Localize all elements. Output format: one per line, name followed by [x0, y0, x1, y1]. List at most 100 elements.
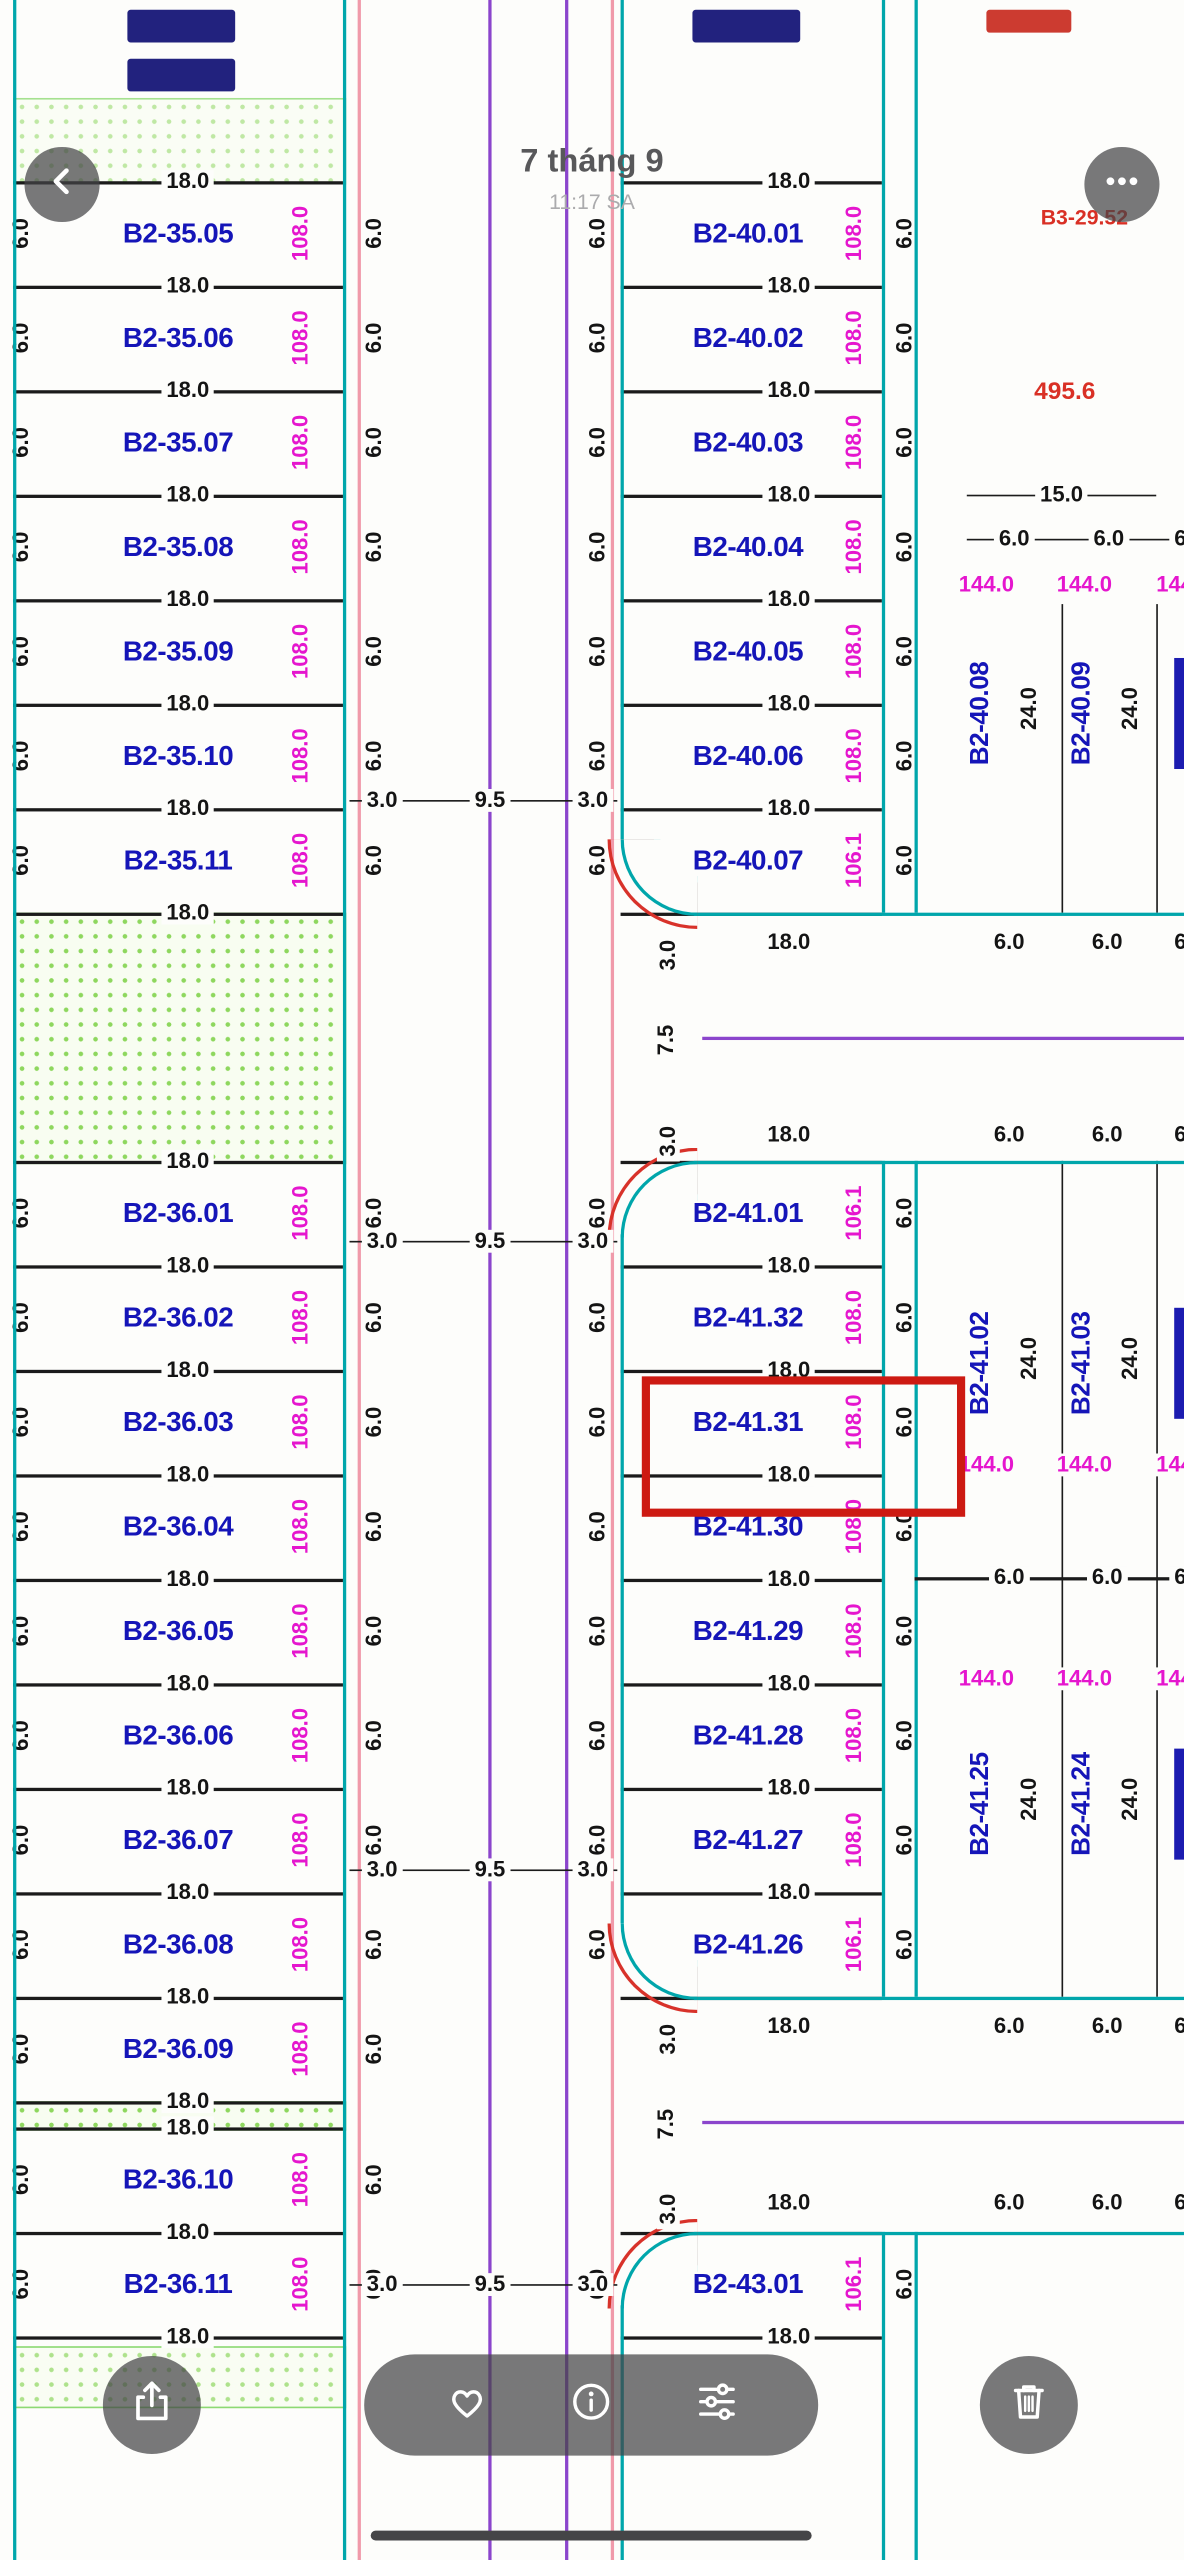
- depth-dim: 6.0: [361, 427, 386, 458]
- highlight-box: [641, 1376, 966, 1517]
- plot-id: B2-36.07: [122, 1824, 234, 1856]
- lot-divider: [620, 1787, 882, 1792]
- more-button[interactable]: [1084, 146, 1160, 223]
- plot-id: B2-40.07: [692, 844, 804, 876]
- delete-button[interactable]: [979, 2355, 1078, 2454]
- boundary-line: [881, 2231, 886, 2560]
- area-label: 108.0: [841, 1601, 866, 1661]
- block-area: 144.0: [1055, 1665, 1114, 1691]
- area-label: 108.0: [287, 2150, 313, 2209]
- block-sub-dim: 6.0: [1169, 528, 1184, 550]
- boundary-line: [881, 0, 886, 913]
- road-dim: 3.0: [361, 2273, 403, 2296]
- width-dim: 18.0: [762, 1254, 816, 1277]
- edge-dim: 18.0: [762, 1124, 816, 1146]
- plot-id: B2-35.08: [122, 531, 234, 563]
- lot-divider: [620, 1369, 882, 1374]
- width-dim: 18.0: [762, 379, 816, 402]
- depth-dim: 6.0: [892, 1302, 917, 1333]
- block-sub-dim: 6.0: [1088, 528, 1130, 550]
- road-edge: [694, 1996, 1184, 2001]
- block-area: 144.0: [957, 1665, 1016, 1691]
- width-dim: 18.0: [762, 1568, 816, 1590]
- width-dim: 18.0: [161, 379, 215, 402]
- area-label: 108.0: [287, 622, 313, 681]
- road-dim: 3.0: [361, 1230, 403, 1252]
- area-label: 106.1: [841, 2254, 866, 2314]
- depth-dim: 6.0: [361, 1511, 386, 1542]
- width-dim: 18.0: [161, 2090, 215, 2113]
- plot-id: B2-40.02: [692, 322, 804, 354]
- width-dim: 18.0: [762, 1881, 816, 1904]
- area-label: 108.0: [841, 622, 866, 681]
- road-edge: [694, 1160, 1184, 1165]
- width-dim: 18.0: [762, 797, 816, 820]
- area-label: 108.0: [841, 726, 866, 786]
- plot-id: B2-41.24: [1068, 1752, 1096, 1856]
- share-button[interactable]: [102, 2355, 201, 2454]
- road-dim: 9.5: [469, 2273, 511, 2296]
- depth-dim: 6.0: [361, 1929, 386, 1960]
- area-label: 108.0: [841, 204, 866, 263]
- depth-dim: 6.0: [585, 636, 610, 667]
- favorite-button[interactable]: [443, 2378, 489, 2432]
- width-dim: 18.0: [161, 588, 215, 611]
- depth-dim: 6.0: [892, 1197, 917, 1229]
- plot-id: B2-41.30: [692, 1511, 804, 1543]
- area-label: 108.0: [287, 517, 313, 577]
- depth-dim: 6.0: [361, 845, 386, 876]
- road-dim: 9.5: [469, 1858, 511, 1881]
- road-dim: 3.0: [361, 1858, 403, 1881]
- boundary-line: [620, 0, 624, 840]
- lot-divider: [620, 181, 882, 185]
- sliders-icon: [698, 2382, 735, 2420]
- depth-dim: 6.0: [585, 1302, 610, 1333]
- depth-dim: 6.0: [361, 322, 386, 354]
- width-dim: 18.0: [762, 693, 816, 715]
- depth-dim: 6.0: [361, 1197, 386, 1229]
- width-dim: 18.0: [161, 2221, 215, 2243]
- lot-divider: [620, 599, 882, 603]
- road-line: [702, 2120, 1184, 2125]
- area-label: 108.0: [287, 2019, 313, 2079]
- plot-id: B2-36.04: [122, 1511, 234, 1543]
- back-button[interactable]: [24, 146, 100, 223]
- area-label: 108.0: [841, 1288, 866, 1347]
- road-dim: 7.5: [654, 2103, 678, 2145]
- boundary-line: [357, 0, 361, 2560]
- lot-divider: [620, 2336, 882, 2340]
- lot-divider: [620, 1892, 882, 1896]
- area-label: 108.0: [841, 1810, 866, 1870]
- width-dim: 18.0: [161, 1254, 215, 1277]
- boundary-line: [914, 2231, 918, 2560]
- area-label: 108.0: [287, 1706, 313, 1765]
- area-label: 108.0: [287, 1288, 313, 1347]
- info-button[interactable]: [568, 2378, 614, 2432]
- road-dim: 3.0: [655, 934, 680, 976]
- edge-dim: 6.0: [1087, 2191, 1128, 2214]
- lot-divider: [620, 703, 882, 707]
- area-label: 106.1: [841, 1183, 866, 1243]
- trash-icon: [1004, 2376, 1053, 2433]
- width-dim: 18.0: [161, 693, 215, 715]
- back-chevron-icon: [41, 159, 83, 210]
- home-indicator[interactable]: [370, 2530, 812, 2541]
- road-dim: 3.0: [361, 789, 403, 812]
- width-dim: 18.0: [762, 1777, 816, 1799]
- plot-id: B2-36.09: [122, 2033, 234, 2065]
- depth-dim: 6.0: [361, 2164, 386, 2195]
- boundary-line: [1061, 604, 1064, 913]
- heart-icon: [451, 2389, 482, 2417]
- depth-dim: 6.0: [361, 1302, 386, 1333]
- block-area: 144.0: [957, 1451, 1016, 1477]
- boundary-line: [13, 0, 17, 2560]
- depth-dim: 6.0: [361, 1615, 386, 1647]
- edge-dim: 18.0: [762, 2015, 816, 2038]
- width-dim: 18.0: [762, 588, 816, 611]
- road-edge: [694, 912, 1184, 916]
- depth-dim: 6.0: [585, 1197, 610, 1229]
- depth-dim: 6.0: [892, 322, 917, 354]
- depth-dim: 6.0: [585, 427, 610, 458]
- adjust-button[interactable]: [693, 2378, 739, 2432]
- road-dim: 3.0: [572, 1858, 614, 1881]
